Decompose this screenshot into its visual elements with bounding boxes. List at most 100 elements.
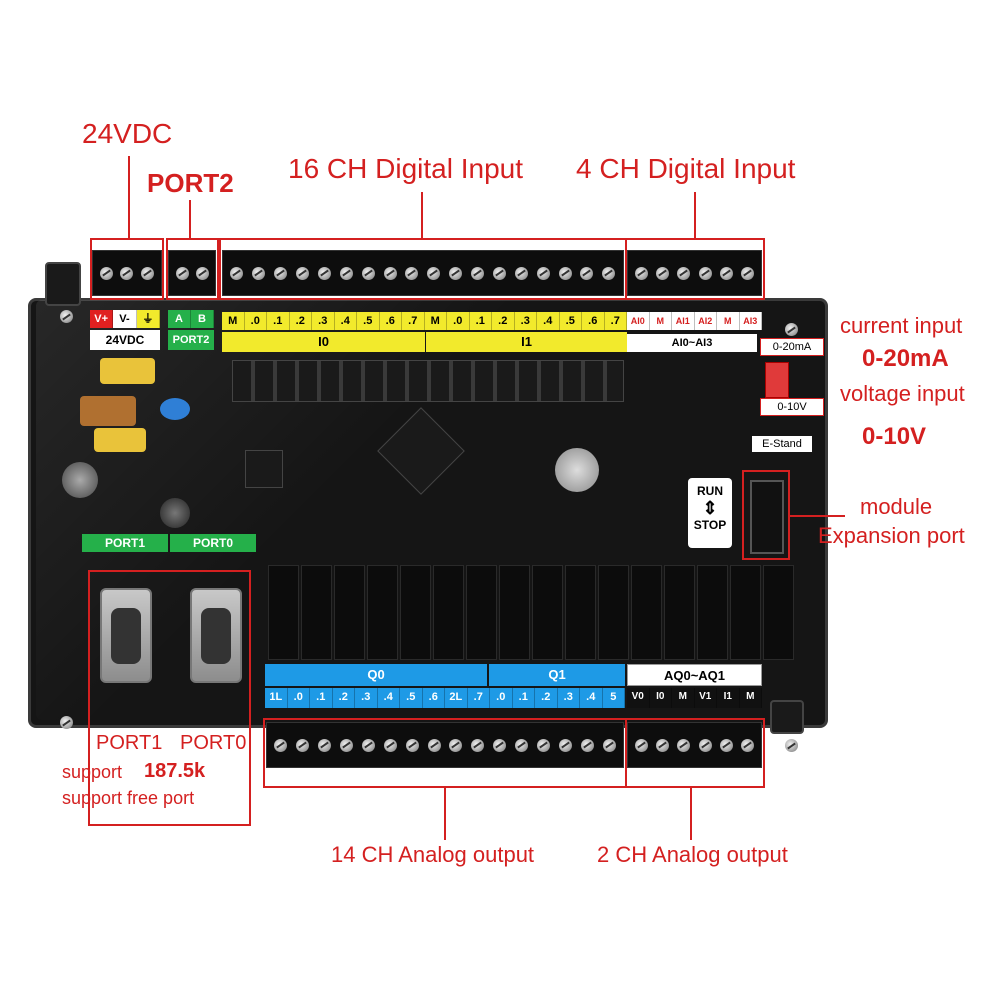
mounting-ear-top-left [45,262,81,306]
relay [400,565,431,660]
terminal-screw-icon [405,266,419,280]
digital-input-pin-label: .2 [289,312,312,330]
analog-input-pin-label: M [649,312,672,330]
terminal-screw-icon [99,266,113,280]
dip-switch[interactable] [765,362,789,398]
digital-input-pin-label: .2 [492,312,515,330]
terminal-screw-icon [471,266,485,280]
stop-label: STOP [693,518,727,532]
callout-port1: PORT1 [96,732,163,754]
digital-input-terminal-block [222,250,624,296]
digital-input-pin-label: M [222,312,245,330]
analog-output-pin-label: M [739,688,762,708]
terminal-screw-icon [120,266,134,280]
output-pin-label: .0 [490,688,513,708]
port1-db9-connector[interactable] [100,588,152,683]
terminal-screw-icon [493,738,507,752]
output-pin-label: 1L [265,688,288,708]
run-label: RUN [697,484,723,498]
terminal-screw-icon [635,266,649,280]
analog-output-pin-label: I1 [717,688,740,708]
power-terminal-block [92,250,162,296]
e-stand-label: E-Stand [752,436,812,452]
analog-output-2ch-terminal-block [627,722,762,768]
callout-box-14ch [263,718,627,788]
relay [334,565,365,660]
q0-caption: Q0 [265,664,487,686]
corner-screw-icon [60,716,73,729]
terminal-screw-icon [405,738,419,752]
analog-input-pin-label: AI1 [672,312,695,330]
terminal-screw-icon [427,266,441,280]
port2-caption: PORT2 [168,330,214,350]
relay [598,565,629,660]
run-stop-switch[interactable]: RUN ⇕ STOP [688,478,732,548]
terminal-screw-icon [656,266,670,280]
terminal-screw-icon [252,266,266,280]
coin-battery [555,448,599,492]
output-pin-label: .3 [355,688,378,708]
port2-terminal-block [168,250,216,296]
terminal-screw-icon [361,738,375,752]
blue-capacitor [160,398,190,420]
terminal-screw-icon [317,266,331,280]
relay [565,565,596,660]
analog-input-pin-label: AI0 [627,312,650,330]
analog-output-pin-label: M [672,688,695,708]
digital-input-pin-label: .5 [357,312,380,330]
terminal-screw-icon [515,738,529,752]
terminal-screw-icon [175,266,189,280]
callout-current-range: 0-20mA [862,345,949,372]
terminal-screw-icon [580,738,594,752]
callout-support-prefix: support [62,762,123,782]
terminal-screw-icon [383,738,397,752]
terminal-screw-icon [361,266,375,280]
terminal-screw-icon [471,738,485,752]
terminal-screw-icon [536,738,550,752]
mounting-ear-bottom-right [770,700,804,734]
expansion-port-connector[interactable] [750,480,784,554]
port0-db9-connector[interactable] [190,588,242,683]
relay [466,565,497,660]
callout-port2: PORT2 [147,168,234,198]
port2-label: A [168,310,191,328]
callout-14ch-analog-output: 14 CH Analog output [331,842,535,867]
output-pin-label: .3 [557,688,580,708]
digital-input-pin-label: .4 [537,312,560,330]
terminal-screw-icon [449,738,463,752]
terminal-screw-icon [296,266,310,280]
output-pin-label: .2 [535,688,558,708]
terminal-screw-icon [195,266,209,280]
optocoupler-row [232,360,624,402]
callout-24vdc: 24VDC [82,118,173,149]
digital-input-pin-label: .5 [559,312,582,330]
port2-label: B [191,310,214,328]
ai-caption: AI0~AI3 [627,334,757,352]
relay [268,565,299,660]
digital-input-pin-label: .3 [514,312,537,330]
terminal-screw-icon [719,266,733,280]
callout-expansion-port: Expansion port [818,523,965,548]
output-pin-label: .5 [400,688,423,708]
port2-label-strip: A B [168,310,214,328]
digital-input-pin-label: .7 [604,312,627,330]
leader-line [690,788,692,840]
terminal-screw-icon [740,266,754,280]
power-label-strip: V+ V- ⏚ [90,310,160,328]
digital-input-pin-label: .6 [379,312,402,330]
digital-input-pin-label: M [424,312,447,330]
i1-caption: I1 [426,332,627,352]
aq-caption: AQ0~AQ1 [627,664,762,686]
analog-input-pin-label: AI3 [739,312,762,330]
analog-input-pin-label: AI2 [694,312,717,330]
relay [532,565,563,660]
terminal-screw-icon [558,266,572,280]
relay [697,565,728,660]
terminal-screw-icon [635,738,649,752]
callout-module: module [860,494,933,519]
ground-icon: ⏚ [136,310,160,328]
port1-tab: PORT1 [82,534,168,552]
leader-line [790,515,845,517]
terminal-screw-icon [427,738,441,752]
